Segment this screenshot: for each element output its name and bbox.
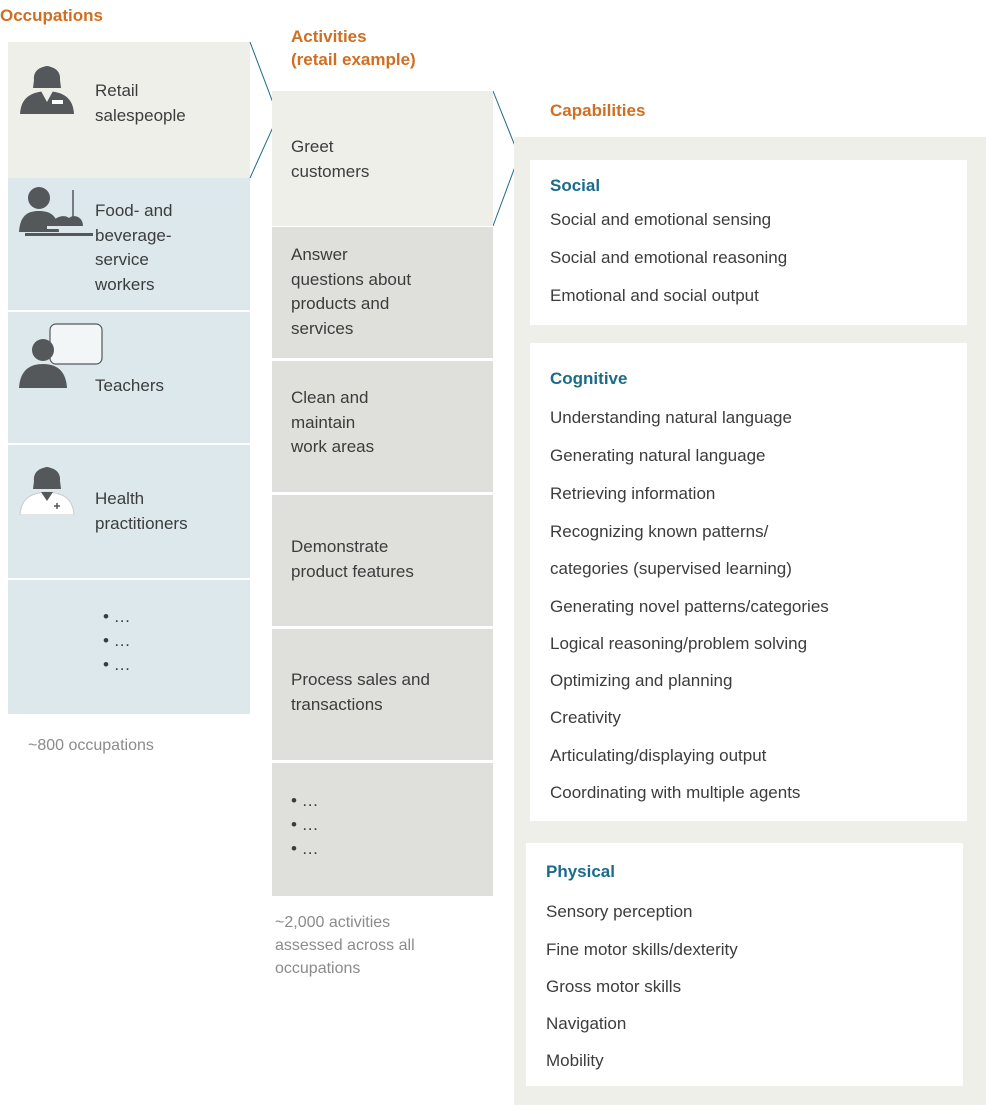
activity-label-line: customers [291,161,370,181]
capability-item: Fine motor skills/dexterity [546,940,738,959]
list-item: • … [291,815,319,834]
activity-label-line: product features [291,561,414,581]
capability-item: Social and emotional sensing [550,210,772,229]
activity-more-list: • … • … • … [291,789,319,861]
capability-item: Navigation [546,1014,627,1033]
capability-item: Gross motor skills [546,977,682,996]
retail-salesperson-icon [20,66,74,114]
activity-demonstrate-features[interactable]: Demonstrate product features [272,495,493,626]
occupation-label-line: Food- and [95,201,173,220]
activity-answer-questions[interactable]: Answer questions about products and serv… [272,227,493,358]
capability-item: Optimizing and planning [550,671,733,690]
activity-label: Process sales and transactions [291,668,430,717]
capability-item: Coordinating with multiple agents [550,783,801,802]
activity-label-line: Clean and [291,388,369,407]
activity-label: Demonstrate product features [291,535,414,584]
occupation-label-line: practitioners [95,513,188,533]
activity-label-line: transactions [291,694,383,714]
capability-item: Retrieving information [550,484,716,503]
capability-group-cognitive: Cognitive Understanding natural language… [530,343,967,821]
teacher-icon [19,323,103,388]
activity-label-line: Demonstrate [291,537,389,556]
activity-label: Answer questions about products and serv… [291,243,411,341]
capability-item: Creativity [550,708,621,727]
capability-group-social: Social Social and emotional sensing Soci… [530,160,967,325]
occupation-label-line: service [95,250,149,269]
activity-label-line: questions about [291,269,412,289]
capability-group-title: Physical [546,862,615,881]
activity-label-line: work areas [291,437,375,456]
health-practitioner-icon [19,467,75,515]
activity-label-line: Answer [291,245,348,264]
capability-group-title: Social [550,176,601,195]
occupation-label-line: Retail [95,81,139,100]
capability-item: categories (supervised learning) [550,559,792,578]
activity-label-line: Process sales and [291,670,430,689]
capability-item: Generating natural language [550,446,766,465]
activity-process-sales[interactable]: Process sales and transactions [272,629,493,760]
occupations-count-note: ~800 occupations [28,737,154,754]
capability-item: Logical reasoning/problem solving [550,634,808,653]
activity-label-line: maintain [291,412,356,432]
capabilities-header: Capabilities [550,101,646,120]
capability-item: Sensory perception [546,902,693,921]
capability-item: Mobility [546,1051,604,1070]
food-service-worker-icon [19,187,93,236]
activities-header: Activities (retail example) [291,25,416,71]
occupation-label-line: beverage- [95,225,172,245]
activity-greet-customers[interactable]: Greet customers [272,91,493,226]
occupation-label-line: workers [95,274,155,294]
capability-item: Recognizing known patterns/ [550,522,769,541]
activity-label: Greet customers [291,135,369,184]
activity-label-line: services [291,318,354,338]
capability-item: Social and emotional reasoning [550,248,788,267]
note-line: assessed across all [275,937,415,954]
list-item: • … [291,791,319,810]
list-item: • … [291,839,319,858]
list-item: • … [103,655,131,674]
occupation-label-retail: Retail salespeople [95,79,186,128]
occupation-label-health: Health practitioners [95,487,188,536]
capability-item: Articulating/displaying output [550,746,767,765]
capability-group-title: Cognitive [550,369,628,388]
activity-more: • … • … • … [272,763,493,896]
occupation-more-list: • … • … • … [103,605,131,677]
activities-header-line-2: (retail example) [291,50,416,69]
occupation-label-teachers: Teachers [95,374,164,399]
activity-label-line: products and [291,294,390,313]
capability-group-physical: Physical Sensory perception Fine motor s… [526,843,963,1086]
activities-count-note: ~2,000 activities assessed across all oc… [275,911,415,980]
occupation-label-line: salespeople [95,105,186,125]
capability-item: Generating novel patterns/categories [550,597,829,616]
capability-item: Understanding natural language [550,408,792,427]
note-line: occupations [275,960,361,977]
occupations-header: Occupations [0,6,103,25]
occupation-label-food: Food- and beverage- service workers [95,199,173,297]
occupation-label-line: Teachers [95,376,164,395]
activities-header-line-1: Activities [291,27,367,46]
capability-item: Emotional and social output [550,286,759,305]
list-item: • … [103,631,131,650]
list-item: • … [103,607,131,626]
occupation-label-line: Health [95,489,145,508]
occupation-more [8,580,250,714]
note-line: ~2,000 activities [275,914,391,931]
activity-label-line: Greet [291,137,334,156]
activity-label: Clean and maintain work areas [291,386,374,460]
activity-clean-maintain[interactable]: Clean and maintain work areas [272,361,493,492]
